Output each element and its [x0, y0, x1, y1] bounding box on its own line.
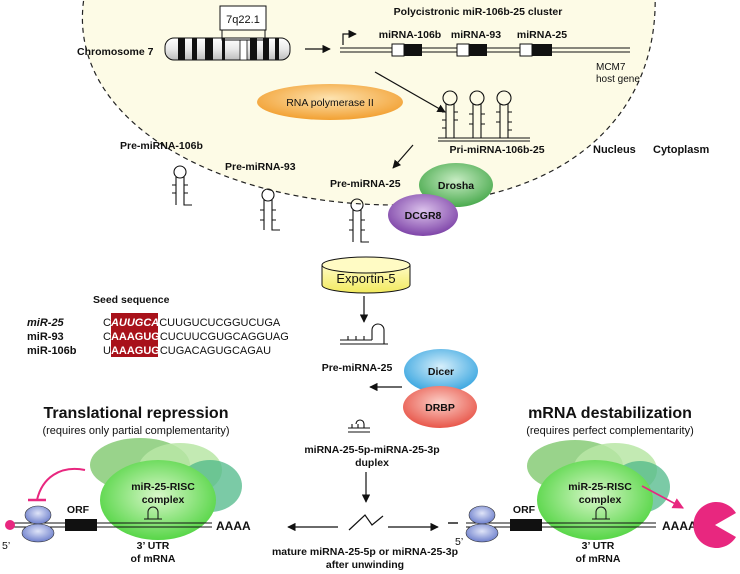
left-utr-1: 3’ UTR	[137, 540, 170, 552]
right-risc-label-1: miR-25-RISC	[568, 481, 632, 493]
left-risc-label-2: complex	[142, 494, 185, 506]
seed-highlight-box	[111, 313, 158, 357]
repression-inhibitor-line	[36, 467, 86, 501]
pre-25-label: Pre-miRNA-25	[330, 178, 401, 190]
left-risc-label-1: miR-25-RISC	[131, 481, 195, 493]
pri-mirna-label: Pri-miRNA-106b-25	[449, 144, 544, 156]
left-utr-2: of mRNA	[131, 553, 176, 565]
right-utr-1: 3’ UTR	[582, 540, 615, 552]
mir106b-sequence: UAAAGUGCUGACAGUGCAGAU	[103, 345, 271, 357]
pre-25-cyto-hairpin	[340, 323, 388, 345]
locus-box	[219, 5, 267, 31]
chromosome-7	[164, 37, 291, 61]
drbp-protein	[403, 386, 477, 428]
right-title: mRNA destabilization	[528, 405, 692, 422]
left-title: Translational repression	[44, 405, 229, 422]
exportin-5	[321, 256, 411, 294]
left-risc-complex	[90, 438, 242, 540]
cluster-title: Polycistronic miR-106b-25 cluster	[394, 6, 563, 18]
rna-polymerase-ii	[257, 84, 403, 120]
right-mrna	[448, 506, 656, 531]
pre-93-hairpin	[260, 188, 280, 231]
mature-label-1: mature miRNA-25-5p or miRNA-25-3p	[272, 546, 458, 558]
mature-label-2: after unwinding	[326, 559, 404, 571]
left-five-prime: 5’	[2, 540, 10, 552]
right-utr-2: of mRNA	[576, 553, 621, 565]
duplex-label-1: miRNA-25-5p-miRNA-25-3p	[304, 444, 439, 456]
pri-mirna-hairpins	[438, 90, 530, 142]
left-polya: AAAA	[216, 519, 251, 533]
left-orf-label: ORF	[67, 504, 90, 516]
mir93-name: miR-93	[27, 331, 64, 343]
degradation-arrow	[641, 485, 684, 509]
mir25-name: miR-25	[27, 317, 65, 329]
dcgr8-protein	[388, 194, 458, 236]
pre-106b-hairpin	[172, 165, 192, 206]
exportin-label: Exportin-5	[336, 271, 395, 286]
arrow-to-pre25	[392, 144, 414, 169]
right-ribosome	[465, 505, 499, 543]
gene-mir25: miRNA-25	[517, 29, 567, 41]
mir25-sequence: CAUUGCACUUGUCUCGGUCUGA	[103, 317, 281, 329]
duplex-icon	[348, 419, 370, 433]
dcgr8-label: DCGR8	[405, 210, 442, 222]
pre-25-cyto-label: Pre-miRNA-25	[322, 362, 393, 374]
locus-label: 7q22.1	[226, 14, 260, 26]
right-risc-complex	[527, 440, 670, 540]
rna-pol-label: RNA polymerase II	[286, 97, 374, 109]
left-ribosome	[21, 505, 55, 543]
gene-mir106b: miRNA-106b	[379, 29, 441, 41]
host-gene-suffix: host gene	[596, 74, 640, 85]
pre-106b-label: Pre-miRNA-106b	[120, 140, 203, 152]
cytoplasm-label: Cytoplasm	[653, 144, 709, 156]
unwound-strands-icon	[348, 514, 384, 531]
seed-title: Seed sequence	[93, 294, 170, 306]
drbp-label: DRBP	[425, 402, 455, 414]
mir106b-name: miR-106b	[27, 345, 77, 357]
locus-callout-lines	[221, 30, 266, 41]
nuclease-pacman-icon	[693, 502, 736, 549]
nucleus-label: Nucleus	[593, 144, 636, 156]
right-five-prime: 5’	[455, 536, 463, 548]
left-subtitle: (requires only partial complementarity)	[42, 425, 229, 437]
right-orf-label: ORF	[513, 504, 536, 516]
right-risc-label-2: complex	[579, 494, 622, 506]
dicer-label: Dicer	[428, 366, 454, 378]
dicer-protein	[404, 349, 478, 393]
drosha-label: Drosha	[438, 180, 474, 192]
mirna-cluster-dna	[340, 29, 630, 57]
host-gene-name: MCM7	[596, 62, 626, 73]
mir93-sequence: CAAAGUGCUCUUCGUGCAGGUAG	[103, 331, 289, 343]
chromosome-label: Chromosome 7	[77, 46, 154, 58]
pre-25-hairpin	[349, 198, 369, 243]
arrow-to-pri	[374, 71, 446, 113]
right-subtitle: (requires perfect complementarity)	[526, 425, 694, 437]
right-polya: AAAA	[662, 519, 697, 533]
pre-93-label: Pre-miRNA-93	[225, 161, 296, 173]
duplex-label-2: duplex	[355, 457, 389, 469]
gene-mir93: miRNA-93	[451, 29, 501, 41]
